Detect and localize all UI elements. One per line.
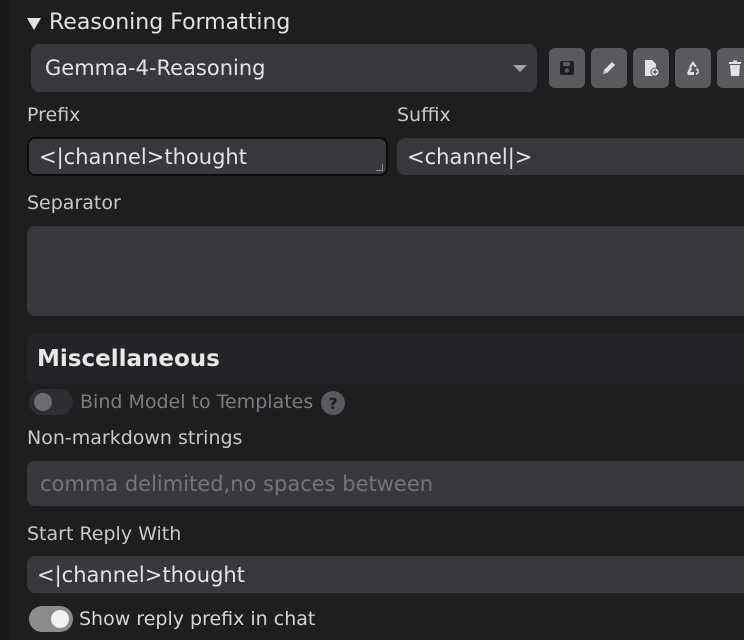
show-reply-prefix-label: Show reply prefix in chat [79, 608, 316, 630]
start-reply-label: Start Reply With [27, 523, 182, 545]
non-markdown-input[interactable] [27, 461, 744, 506]
help-icon[interactable]: ? [321, 391, 345, 415]
reasoning-formatting-header[interactable]: Reasoning Formatting [27, 10, 290, 35]
suffix-value: <channel|> [407, 144, 533, 169]
prefix-input[interactable]: <|channel>thought [27, 137, 388, 176]
collapse-triangle-icon[interactable] [27, 17, 41, 30]
miscellaneous-header: Miscellaneous [27, 334, 744, 384]
separator-label: Separator [27, 192, 121, 214]
preset-toolbar [549, 48, 744, 88]
chevron-down-icon [513, 65, 527, 72]
pencil-icon [603, 62, 615, 74]
preset-selected-value: Gemma-4-Reasoning [45, 56, 266, 80]
save-preset-button[interactable] [549, 48, 585, 88]
toggle-knob [51, 610, 69, 628]
resize-handle-icon[interactable] [376, 164, 383, 171]
left-panel-edge [0, 0, 10, 640]
start-reply-value: <|channel>thought [37, 562, 245, 587]
start-reply-input[interactable]: <|channel>thought [27, 556, 744, 593]
prefix-value: <|channel>thought [39, 144, 247, 169]
bind-model-toggle[interactable] [29, 389, 73, 415]
suffix-label: Suffix [397, 104, 451, 126]
recycle-icon [687, 61, 699, 75]
trash-icon [729, 60, 741, 76]
prefix-label: Prefix [27, 104, 81, 126]
delete-preset-button[interactable] [717, 48, 744, 88]
non-markdown-label: Non-markdown strings [27, 427, 243, 449]
suffix-input[interactable]: <channel|> [397, 138, 744, 175]
restore-preset-button[interactable] [675, 48, 711, 88]
section-title: Reasoning Formatting [49, 10, 291, 35]
show-reply-prefix-toggle[interactable] [29, 606, 73, 632]
bind-model-label: Bind Model to Templates [80, 391, 314, 413]
file-add-icon [645, 60, 660, 77]
new-preset-button[interactable] [633, 48, 669, 88]
toggle-knob [34, 393, 52, 411]
separator-input[interactable] [27, 226, 744, 316]
save-icon [560, 61, 574, 75]
rename-preset-button[interactable] [591, 48, 627, 88]
miscellaneous-title: Miscellaneous [37, 346, 220, 372]
reasoning-preset-select[interactable]: Gemma-4-Reasoning [31, 44, 537, 92]
